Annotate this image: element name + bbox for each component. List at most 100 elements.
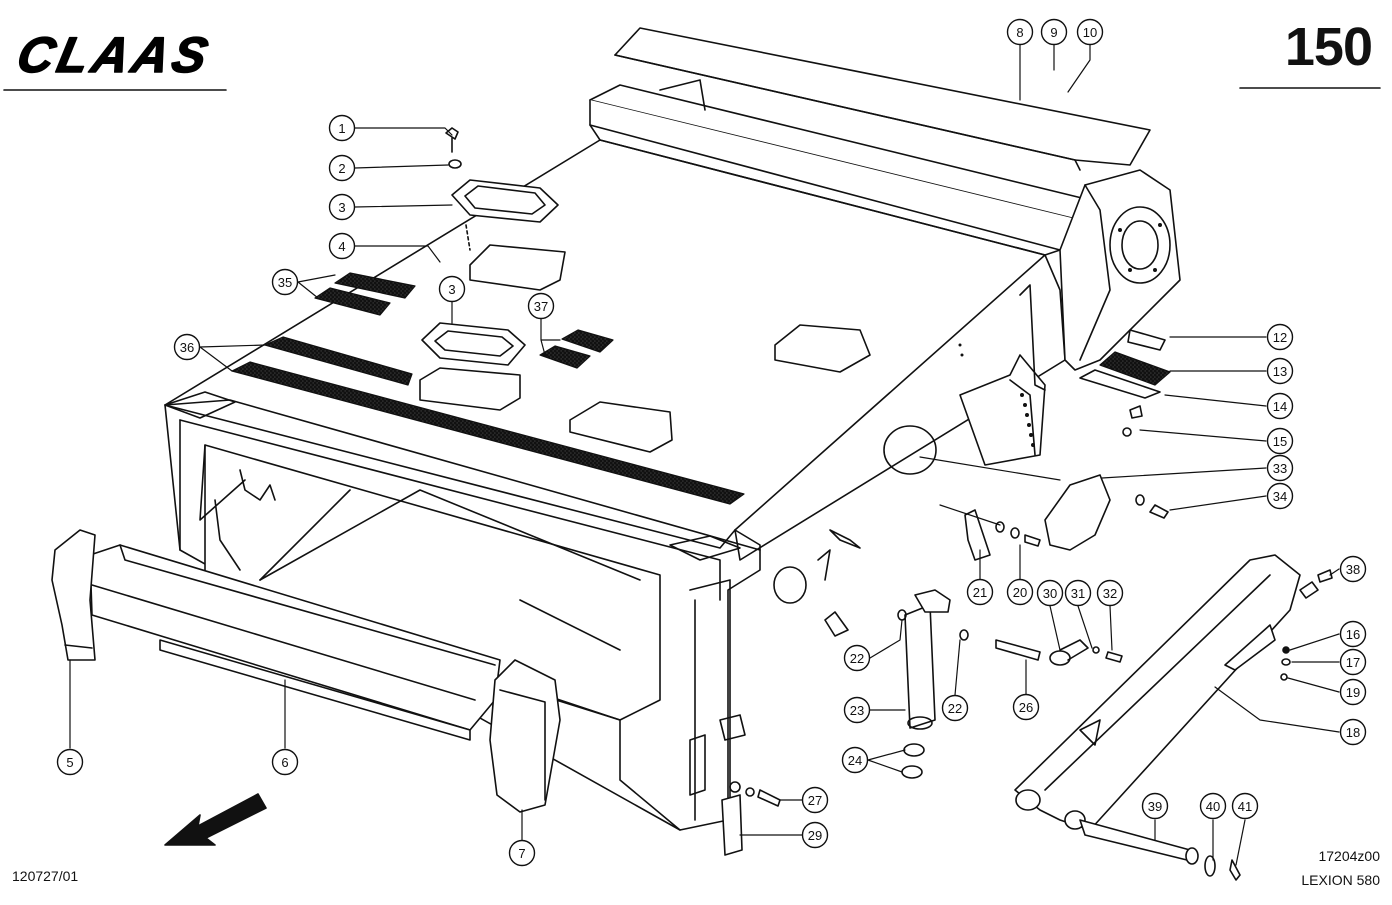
callout-label: 6 [281,755,288,770]
side-plates [1079,329,1171,437]
callout-label: 12 [1273,330,1287,345]
callout-label: 27 [808,793,822,808]
callout-label: 5 [66,755,73,770]
callout-circle [1339,648,1367,676]
callout-circle [1199,792,1227,820]
callout-label: 29 [808,828,822,843]
callout-label: 41 [1238,799,1252,814]
callout-circle [1141,792,1169,820]
callout-label: 9 [1050,25,1057,40]
callout-circle [271,268,299,296]
callout-circle [173,333,201,361]
callout-label: 37 [534,299,548,314]
callout-circle [1266,357,1294,385]
bracket-left [51,529,96,661]
drawing-code: 120727/01 [12,868,79,884]
callout-label: 22 [850,651,864,666]
callout-circle [1096,579,1124,607]
callout-label: 39 [1148,799,1162,814]
callout-label: 18 [1346,725,1360,740]
callout-circle [1006,18,1034,46]
callout-label: 32 [1103,586,1117,601]
callout-circle [328,232,356,260]
header-rules [3,87,1381,91]
leader-lines [69,43,1340,866]
lower-fasteners [721,781,781,856]
page-number: 150 [1284,17,1373,77]
callout-circle [527,292,555,320]
callout-circle [1064,579,1092,607]
callout-circle [328,114,356,142]
callout-circle [1266,482,1294,510]
callout-label: 33 [1273,461,1287,476]
callout-label: 31 [1071,586,1085,601]
callout-label: 35 [278,275,292,290]
callout-label: 20 [1013,585,1027,600]
callout-circle [1266,392,1294,420]
callout-label: 2 [338,161,345,176]
callout-circle [328,193,356,221]
callout-label: 21 [973,585,987,600]
callout-label: 10 [1083,25,1097,40]
callout-label: 1 [338,121,345,136]
callout-label: 30 [1043,586,1057,601]
bracket-front [489,659,561,813]
callout-circle [271,748,299,776]
callout-circle [801,821,829,849]
callout-circle [1012,693,1040,721]
small-fasteners [995,569,1333,681]
callout-circle [1266,427,1294,455]
callout-circle [841,746,869,774]
callout-label: 13 [1273,364,1287,379]
callout-label: 19 [1346,685,1360,700]
claas-logo: CLAAS [12,26,218,84]
callout-circle [1036,579,1064,607]
callout-label: 3 [448,282,455,297]
callout-circle [1006,578,1034,606]
callout-label: 16 [1346,627,1360,642]
callout-label: 36 [180,340,194,355]
logo-wordmark: CLAAS [12,27,216,83]
callout-circle [438,275,466,303]
hitch-pin [1079,819,1241,881]
callout-circle [843,644,871,672]
support-cylinder [897,589,969,779]
callout-circle [1040,18,1068,46]
callout-circle [941,694,969,722]
callout-label: 8 [1016,25,1023,40]
callout-circle [1231,792,1259,820]
callout-circle [1339,718,1367,746]
callout-circle [1076,18,1104,46]
callout-circle [1266,454,1294,482]
top-bolt [445,127,471,251]
callout-circle [56,748,84,776]
callout-circle [508,839,536,867]
callout-label: 34 [1273,489,1287,504]
drawbar [1014,554,1301,831]
callout-circle [1339,620,1367,648]
callout-circle [801,786,829,814]
callout-circle [843,696,871,724]
callout-label: 38 [1346,562,1360,577]
callout-label: 26 [1019,700,1033,715]
gaskets [421,179,559,366]
cover-disc [964,474,1169,561]
callout-label: 24 [848,753,862,768]
callout-label: 17 [1346,655,1360,670]
callout-label: 22 [948,701,962,716]
hatched-strips [231,272,745,505]
callout-label: 7 [518,846,525,861]
callout-circle [328,154,356,182]
callout-label: 3 [338,200,345,215]
callout-label: 4 [338,239,345,254]
model-name: LEXION 580 [1301,872,1380,888]
callout-circle [1266,323,1294,351]
callout-circle [1339,678,1367,706]
callout-label: 40 [1206,799,1220,814]
figure-code: 17204z00 [1318,848,1380,864]
callout-circle [1339,555,1367,583]
callout-label: 15 [1273,434,1287,449]
travel-direction-arrow [164,793,267,846]
